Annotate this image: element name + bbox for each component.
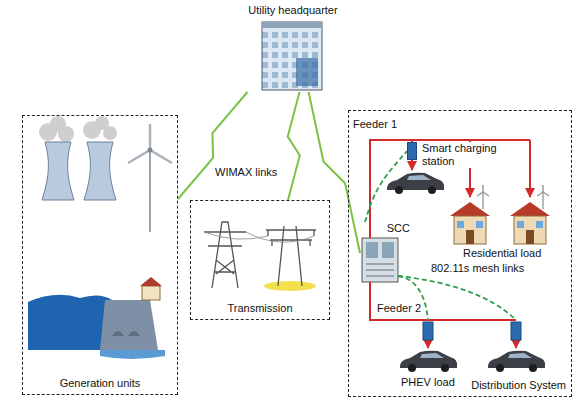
headquarter-node: Utility headquarter	[228, 4, 358, 92]
smoke-clouds	[39, 116, 117, 142]
charging-station: Smart charging station	[407, 142, 507, 168]
wind-turbine	[148, 148, 153, 153]
transmission-towers	[266, 226, 316, 286]
scc-cabinet	[362, 238, 398, 282]
house-load	[450, 185, 490, 244]
load-label: PHEV load	[400, 376, 456, 389]
transmission-towers	[204, 232, 314, 242]
node-title: Utility headquarter	[248, 4, 337, 17]
transmission-towers	[204, 232, 246, 274]
feeder-lines	[427, 340, 429, 348]
feeder-lines	[370, 140, 530, 348]
hydro-dam	[140, 277, 162, 286]
hydro-dam	[28, 277, 165, 359]
headquarter-building	[296, 58, 318, 86]
scc-cabinet	[382, 242, 394, 258]
scc-cabinet	[366, 264, 394, 276]
load-label: Residential load	[462, 247, 542, 260]
region-box: Generation units	[22, 115, 178, 395]
feeder-lines	[411, 160, 413, 170]
region-box: Transmission	[190, 200, 330, 320]
electric-car	[387, 173, 444, 194]
region-title: Distribution System	[471, 379, 566, 392]
wind-turbine	[128, 124, 172, 232]
node-title: SCC	[387, 222, 410, 235]
hydro-dam	[112, 331, 140, 336]
hydro-dam	[28, 295, 112, 350]
feeder-label: Feeder 1	[352, 118, 398, 131]
electric-car	[387, 173, 545, 372]
headquarter-building	[262, 22, 322, 90]
transmission-towers	[204, 222, 316, 291]
hydro-dam	[100, 350, 165, 359]
link-label: WIMAX links	[214, 166, 278, 179]
headquarter-building	[262, 22, 322, 28]
cooling-towers	[42, 142, 116, 200]
mesh-link	[365, 151, 407, 222]
region-title: Transmission	[228, 302, 293, 315]
feeder-lines	[515, 340, 517, 348]
connector-group	[178, 92, 407, 253]
controller-node: SCC	[360, 222, 410, 284]
house-load	[510, 185, 550, 244]
hydro-dam	[142, 286, 160, 300]
electric-car	[488, 351, 545, 372]
charging-station-symbol	[407, 142, 417, 160]
smoke-clouds	[103, 126, 117, 140]
feeder-label: Feeder 2	[376, 302, 422, 315]
transmission-towers	[268, 230, 314, 246]
headquarter-building	[262, 22, 322, 90]
smoke-clouds	[58, 126, 74, 142]
cooling-towers	[42, 142, 74, 200]
house-load	[450, 185, 550, 244]
feeder-lines	[370, 282, 516, 320]
feeder-lines	[529, 140, 531, 197]
scc-cabinet	[366, 242, 378, 258]
charging-station-symbol	[511, 322, 521, 340]
wind-turbine	[128, 124, 172, 163]
wimax-link	[309, 92, 360, 253]
wind-turbine	[149, 150, 151, 232]
charging-station-symbol	[423, 322, 433, 340]
charging-station-symbol	[423, 322, 521, 340]
scc-cabinet	[362, 238, 398, 282]
link-label: 802.11s mesh links	[430, 262, 525, 275]
electric-car	[400, 351, 457, 372]
feeder-lines	[370, 140, 530, 238]
node-title: Smart charging station	[421, 142, 507, 168]
wimax-link	[178, 92, 248, 199]
hydro-dam	[100, 300, 158, 350]
wimax-link	[288, 92, 300, 200]
region-title: Generation units	[60, 377, 141, 390]
transmission-towers	[264, 281, 316, 291]
cooling-towers	[84, 142, 116, 200]
